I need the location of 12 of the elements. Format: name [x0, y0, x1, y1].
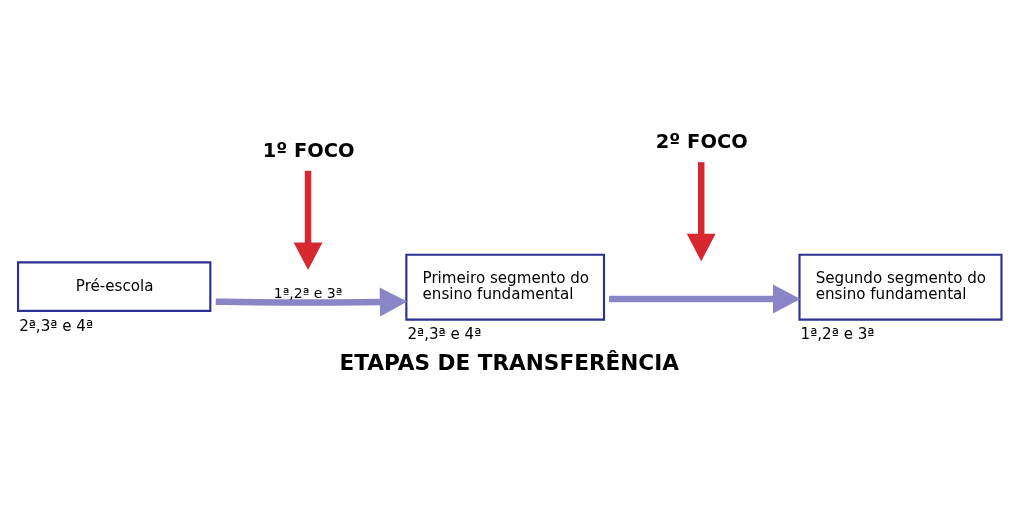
node-text: 1º FOCO — [262, 138, 355, 162]
node-box: Pré-escola — [16, 261, 212, 312]
node-label: 2ª,3ª e 4ª — [19, 316, 94, 335]
node-label: 1ª,2ª e 3ª — [800, 325, 875, 344]
arrow — [215, 287, 408, 317]
edge-label: 1ª,2ª e 3ª — [273, 285, 343, 302]
arrow — [293, 170, 323, 270]
node-label: 2ª,3ª e 4ª — [407, 325, 482, 344]
node-text: 2º FOCO — [655, 130, 748, 154]
node-box: Segundo segmento do ensino fundamental — [798, 253, 1003, 321]
caption: ETAPAS DE TRANSFERÊNCIA — [339, 349, 679, 375]
node-box: Primeiro segmento do ensino fundamental — [405, 253, 606, 321]
